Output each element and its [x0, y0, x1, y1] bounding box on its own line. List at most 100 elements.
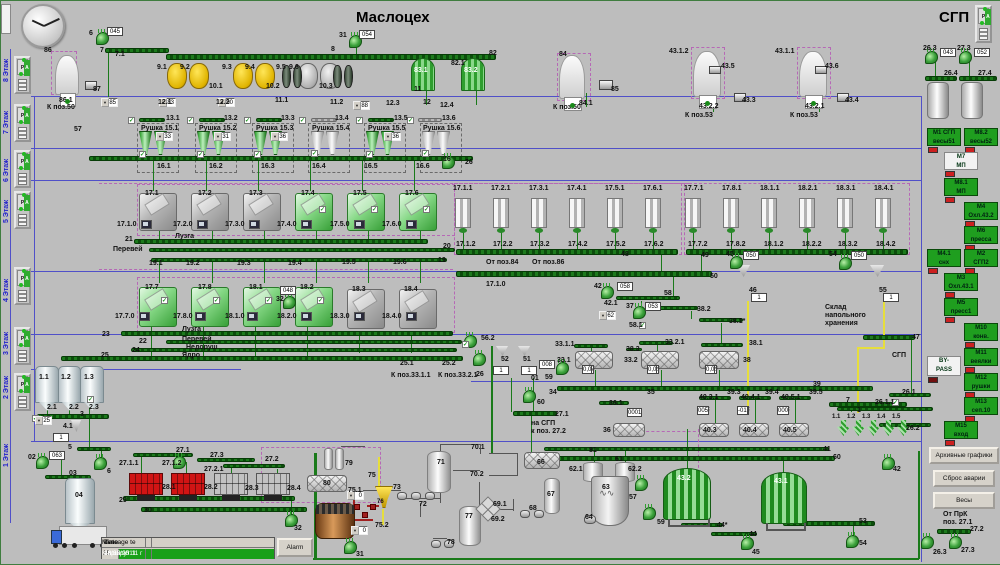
pump-icon[interactable] — [839, 254, 852, 270]
pump-icon[interactable] — [285, 511, 298, 527]
conveyor[interactable] — [599, 401, 629, 405]
pump-unit[interactable] — [397, 492, 407, 500]
conveyor[interactable] — [456, 271, 712, 277]
route-checkbox[interactable] — [371, 206, 378, 213]
conveyor[interactable] — [539, 456, 753, 461]
truck-icon[interactable] — [51, 526, 107, 548]
vessel[interactable] — [307, 475, 347, 492]
machine[interactable] — [295, 287, 333, 327]
diverter-funnel[interactable] — [518, 346, 530, 356]
pump-icon[interactable] — [94, 454, 107, 470]
green-tank[interactable] — [411, 58, 435, 91]
conveyor[interactable] — [311, 118, 337, 122]
roaster-tank[interactable] — [315, 503, 355, 539]
cyclone-filter[interactable] — [607, 198, 623, 233]
separator-machine[interactable] — [167, 63, 187, 89]
machine[interactable] — [191, 193, 229, 231]
pump-icon[interactable] — [344, 538, 357, 554]
vertical-tank[interactable] — [335, 448, 344, 470]
silo[interactable] — [65, 478, 95, 524]
panel-route-button-BY-[interactable]: BY-PASS — [927, 356, 961, 376]
pump-icon[interactable] — [349, 32, 362, 48]
alarm-row-number[interactable]: 35 — [102, 549, 119, 559]
conveyor[interactable] — [456, 249, 678, 255]
vertical-tank[interactable] — [459, 506, 481, 546]
conveyor[interactable] — [149, 248, 455, 252]
conveyor[interactable] — [141, 507, 307, 512]
valve-red[interactable] — [354, 504, 360, 510]
pump-icon[interactable] — [959, 48, 972, 64]
cyclone-filter[interactable] — [723, 198, 739, 233]
conveyor[interactable] — [105, 48, 169, 53]
green-tank[interactable] — [663, 468, 711, 527]
route-checkbox[interactable] — [422, 150, 429, 157]
pump-unit[interactable] — [584, 515, 596, 524]
conveyor[interactable] — [256, 118, 282, 122]
machine[interactable] — [243, 287, 281, 327]
route-checkbox[interactable] — [317, 297, 324, 304]
cyclone-filter[interactable] — [761, 198, 777, 233]
aspirator[interactable] — [799, 51, 827, 109]
conveyor[interactable] — [513, 411, 557, 416]
vertical-tank[interactable] — [324, 448, 333, 470]
route-checkbox[interactable] — [213, 297, 220, 304]
alarm-button[interactable]: Alarm — [277, 538, 313, 557]
vertical-tank[interactable] — [427, 451, 451, 493]
route-checkbox[interactable] — [462, 341, 469, 348]
conveyor[interactable] — [368, 118, 394, 122]
device[interactable] — [599, 80, 613, 90]
conveyor[interactable] — [959, 76, 997, 81]
conveyor[interactable] — [743, 447, 829, 451]
spinner-arrow-button[interactable]: ▼ — [156, 132, 164, 141]
conveyor[interactable] — [133, 453, 193, 457]
cyclone-filter[interactable] — [875, 198, 891, 233]
vessel[interactable] — [739, 423, 769, 437]
conveyor[interactable] — [166, 54, 496, 60]
spinner-arrow-button[interactable]: ▼ — [159, 98, 167, 107]
separator-machine[interactable] — [233, 63, 253, 89]
conveyor[interactable] — [863, 335, 915, 340]
mixer-tank[interactable] — [591, 476, 629, 526]
pump-icon[interactable] — [601, 283, 614, 299]
cyclone-filter[interactable] — [455, 198, 471, 233]
conveyor[interactable] — [741, 456, 835, 461]
green-tank[interactable] — [761, 472, 807, 531]
conveyor[interactable] — [574, 344, 608, 348]
conveyor[interactable] — [739, 396, 771, 400]
conveyor[interactable] — [837, 407, 933, 411]
machine[interactable] — [399, 193, 437, 231]
conveyor[interactable] — [151, 258, 447, 262]
alarm-data-row[interactable]: 35 16/05/2011 18:32:05 Маршрут 11 г — [102, 549, 274, 559]
cyclone-filter[interactable] — [569, 198, 585, 233]
button-Архивные графики[interactable]: Архивные графики — [929, 447, 999, 464]
conveyor[interactable] — [701, 343, 743, 347]
conveyor[interactable] — [89, 156, 473, 161]
pump-unit[interactable] — [520, 510, 530, 518]
pump-unit[interactable] — [425, 492, 435, 500]
spinner-arrow-button[interactable]: ▼ — [351, 526, 359, 535]
device[interactable] — [709, 66, 721, 74]
conveyor[interactable] — [686, 249, 908, 255]
machine[interactable] — [243, 193, 281, 231]
aspirator[interactable] — [693, 51, 721, 109]
pump-icon[interactable] — [523, 387, 536, 403]
pump-icon[interactable] — [173, 453, 186, 469]
small-tank[interactable] — [293, 65, 302, 88]
valve-red[interactable] — [362, 512, 368, 518]
machine[interactable] — [139, 287, 177, 327]
conveyor[interactable] — [829, 402, 907, 407]
pump-unit[interactable] — [431, 540, 441, 548]
route-checkbox[interactable] — [187, 117, 194, 124]
